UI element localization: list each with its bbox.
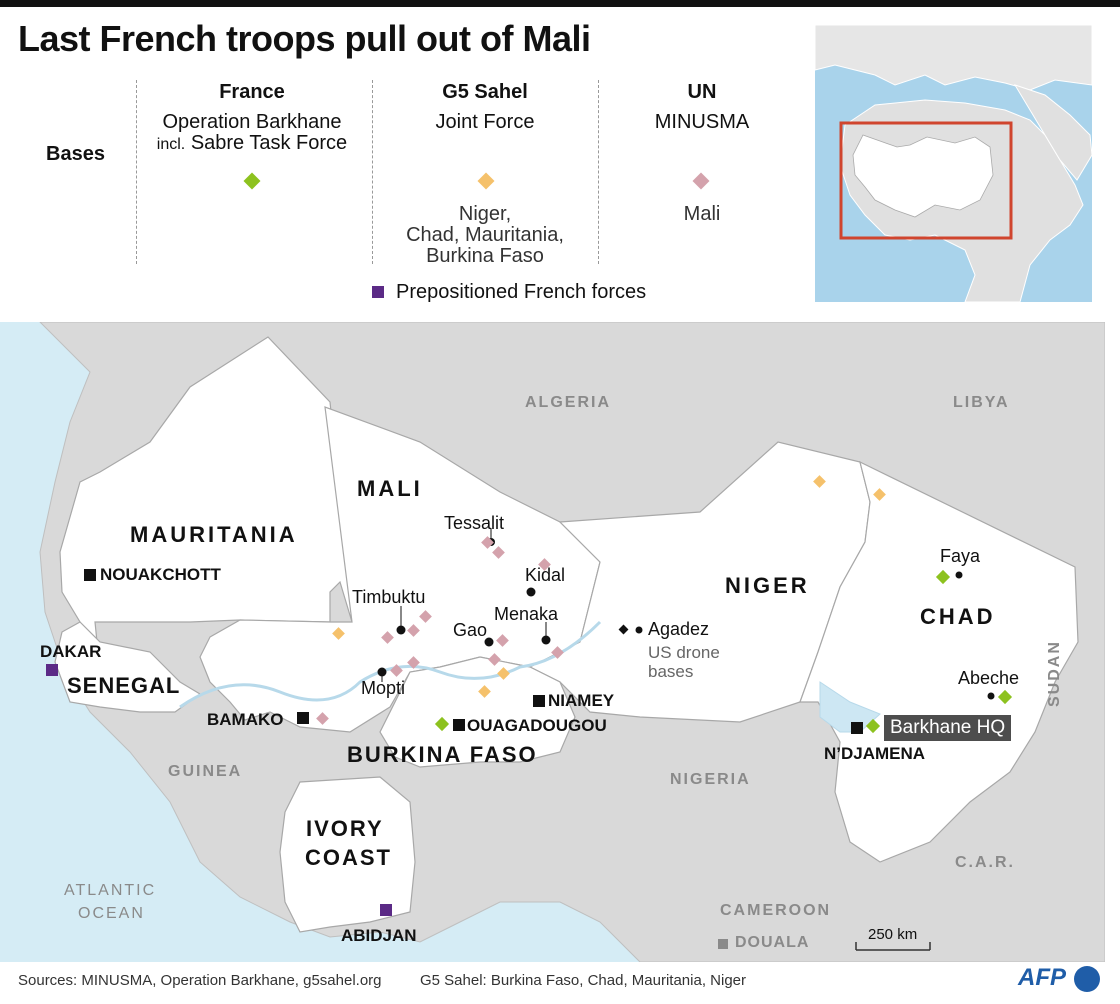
label-mauritania: MAURITANIA	[130, 522, 298, 547]
label-niger: NIGER	[725, 573, 810, 598]
legend-france-header: France	[219, 81, 285, 103]
legend-un-country: Mali	[683, 203, 721, 225]
afp-logo-text: AFP	[1018, 964, 1066, 991]
capital-marker	[297, 712, 309, 724]
scale-label: 250 km	[868, 926, 918, 943]
capital-marker	[453, 719, 465, 731]
legend-un-line1: MINUSMA	[654, 111, 750, 133]
label-drone-bases: US drone bases	[648, 643, 720, 681]
legend-divider	[598, 80, 599, 264]
map-markers	[316, 475, 1013, 734]
drone-note-line: US drone	[648, 643, 720, 662]
label-coast: COAST	[305, 845, 392, 870]
un-base-marker	[692, 172, 710, 190]
drone-note-line: bases	[648, 662, 694, 681]
label-dakar: DAKAR	[40, 642, 102, 661]
label-mali: MALI	[357, 476, 423, 501]
legend-prepositioned-label: Prepositioned French forces	[396, 281, 647, 303]
label-faya: Faya	[940, 546, 981, 566]
label-libya: LIBYA	[953, 394, 1010, 411]
label-abidjan: ABIDJAN	[341, 926, 417, 945]
legend-g5-line1: Joint Force	[435, 111, 535, 133]
main-map: MAURITANIA MALI NIGER CHAD SENEGAL BURKI…	[0, 321, 1106, 963]
locator-map	[815, 25, 1092, 302]
label-menaka: Menaka	[494, 604, 559, 624]
footer-g5-note: G5 Sahel: Burkina Faso, Chad, Mauritania…	[420, 972, 746, 989]
capital-marker	[533, 695, 545, 707]
page-title: Last French troops pull out of Mali	[18, 18, 591, 59]
ivory-coast-shape	[279, 776, 416, 933]
barkhane-hq-label: Barkhane HQ	[884, 715, 1012, 741]
label-kidal: Kidal	[525, 565, 566, 585]
legend-france-line2: Sabre Task Force	[190, 132, 348, 154]
legend-un: UN MINUSMA	[602, 82, 802, 133]
label-niamey: NIAMEY	[548, 691, 615, 710]
label-douala: DOUALA	[735, 934, 810, 951]
label-agadez: Agadez	[648, 619, 710, 639]
label-burkina-faso: BURKINA FASO	[347, 742, 538, 767]
label-ivory: IVORY	[306, 816, 384, 841]
legend-divider	[372, 80, 373, 264]
france-base-marker	[243, 172, 261, 190]
footer-sources: Sources: MINUSMA, Operation Barkhane, g5…	[18, 972, 382, 989]
capital-marker	[718, 939, 728, 949]
label-guinea: GUINEA	[168, 763, 243, 780]
label-car: C.A.R.	[955, 854, 1015, 871]
prepositioned-dakar-marker	[46, 664, 58, 676]
label-timbuktu: Timbuktu	[352, 587, 426, 607]
label-cameroon: CAMEROON	[720, 902, 832, 919]
label-nouakchott: NOUAKCHOTT	[100, 565, 221, 584]
legend-g5-countries: Niger, Chad, Mauritania, Burkina Faso	[375, 204, 595, 267]
label-algeria: ALGERIA	[525, 394, 611, 411]
legend-divider	[136, 80, 137, 264]
burkina-faso-shape	[379, 656, 576, 768]
legend-g5-header: G5 Sahel	[442, 81, 528, 103]
label-gao: Gao	[453, 620, 488, 640]
legend-g5-country: Niger,	[458, 203, 512, 225]
capital-marker	[84, 569, 96, 581]
capital-marker	[851, 722, 863, 734]
label-ocean: OCEAN	[78, 905, 145, 922]
legend-bases-label: Bases	[46, 143, 105, 165]
legend-un-header: UN	[687, 81, 717, 103]
label-tessalit: Tessalit	[444, 513, 505, 533]
legend-g5-country: Chad, Mauritania,	[406, 224, 564, 246]
legend-france-line1: Operation Barkhane	[162, 111, 342, 133]
label-ouagadougou: OUAGADOUGOU	[467, 716, 607, 735]
prepositioned-marker	[372, 286, 384, 298]
label-nigeria: NIGERIA	[670, 771, 751, 788]
top-rule	[0, 0, 1120, 7]
mali-shape	[199, 406, 601, 733]
label-mopti: Mopti	[361, 678, 406, 698]
label-ndjamena: N’DJAMENA	[824, 744, 926, 763]
label-chad: CHAD	[920, 604, 996, 629]
main-map-svg	[0, 321, 1106, 963]
label-atlantic: ATLANTIC	[64, 882, 157, 899]
legend-g5-country: Burkina Faso	[426, 245, 544, 267]
legend-france: France Operation Barkhane incl. Sabre Ta…	[140, 82, 364, 155]
label-bamako: BAMAKO	[207, 710, 284, 729]
label-senegal: SENEGAL	[67, 673, 181, 698]
afp-logo-globe-icon	[1074, 966, 1100, 992]
legend-g5: G5 Sahel Joint Force	[375, 82, 595, 133]
locator-extent-box	[839, 121, 1013, 240]
g5-base-marker	[477, 172, 495, 190]
chad-shape	[799, 460, 1079, 863]
prepositioned-abidjan-marker	[380, 904, 392, 916]
legend-france-prefix: incl.	[156, 136, 186, 153]
afp-logo: AFP	[1018, 964, 1066, 992]
label-abeche: Abeche	[958, 668, 1020, 688]
locator-map-svg	[815, 25, 1092, 302]
